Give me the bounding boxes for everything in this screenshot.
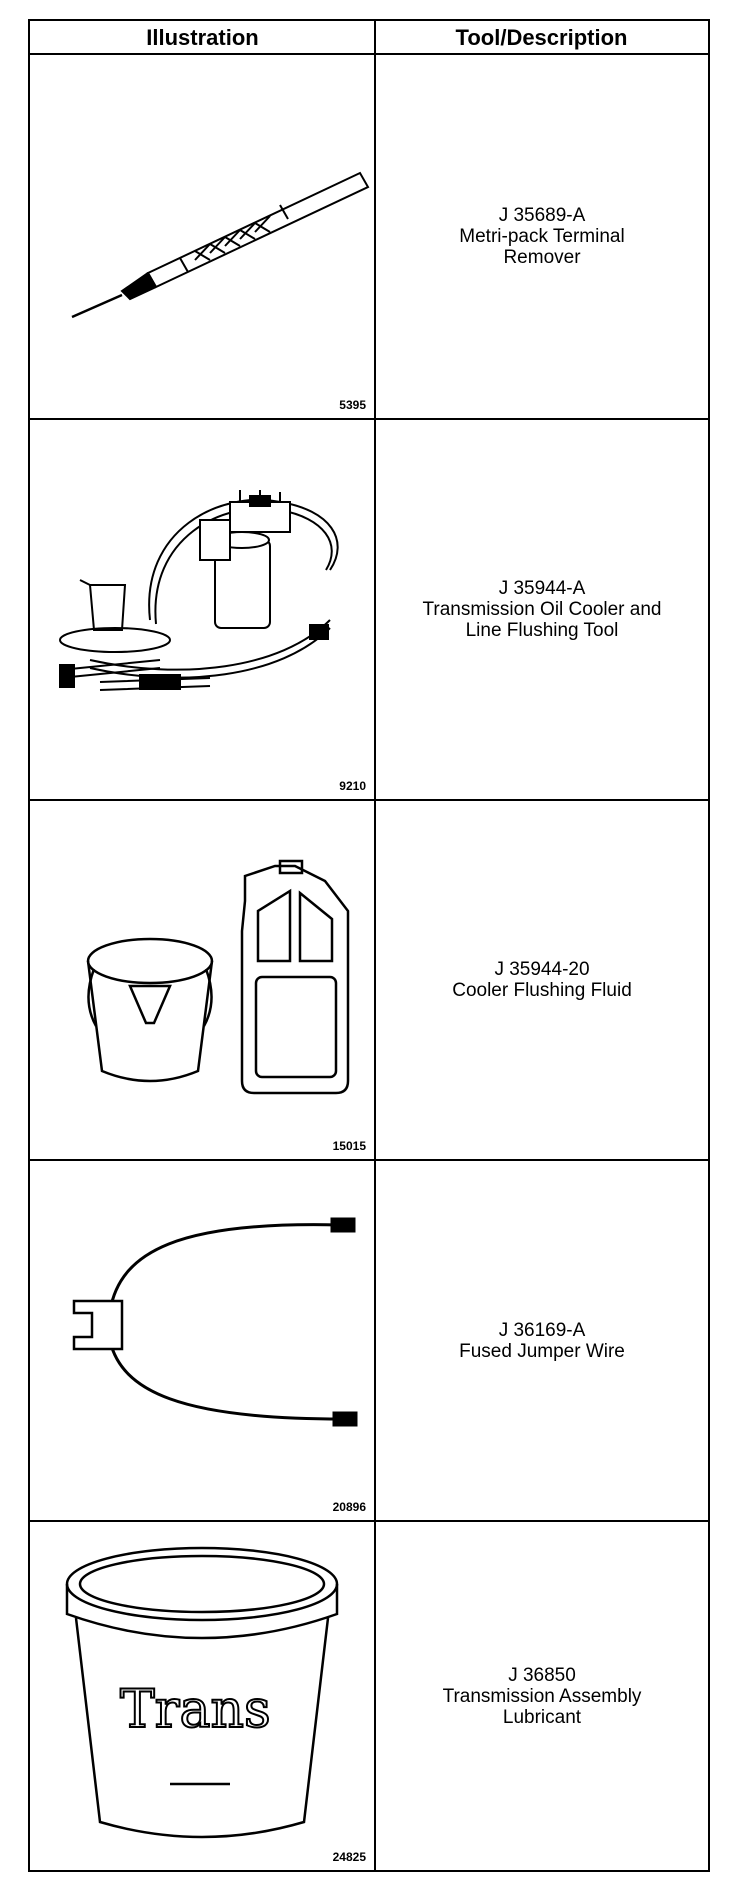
column-divider	[374, 21, 376, 1870]
illustration-jumper-wire: 20896	[30, 1161, 374, 1520]
tub-label-art: Trans	[120, 1680, 271, 1740]
tool-number: J 35944-A	[498, 578, 586, 599]
figure-number: 5395	[339, 398, 366, 412]
tool-name-line: Metri-pack Terminal	[459, 226, 625, 247]
tool-description: J 35689-A Metri-pack Terminal Remover	[376, 55, 708, 418]
illustration-flushing-tool: 9210	[30, 420, 374, 799]
tool-number: J 36850	[508, 1664, 576, 1686]
figure-number: 24825	[332, 1850, 366, 1864]
tool-name-line: Remover	[503, 247, 581, 268]
tool-name-line: Transmission Assembly	[442, 1685, 642, 1707]
tool-name-line: Line Flushing Tool	[465, 620, 619, 641]
illustration-flushing-fluid: 15015	[30, 801, 374, 1159]
tool-name-line: Cooler Flushing Fluid	[452, 980, 632, 1001]
tool-description: J 36850 Transmission Assembly Lubricant	[376, 1522, 708, 1870]
table-row: Trans 24825 J 36850 Transmission Assembl…	[30, 1522, 708, 1870]
header-tool-description: Tool/Description	[455, 25, 628, 50]
tool-description: J 35944-20 Cooler Flushing Fluid	[376, 801, 708, 1159]
tool-name-line: Lubricant	[502, 1706, 582, 1728]
illustration-lubricant-tub: Trans 24825	[30, 1522, 374, 1870]
tool-name-line: Transmission Oil Cooler and	[422, 599, 662, 620]
tool-number: J 35944-20	[494, 959, 590, 980]
table-header: Illustration Tool/Description	[30, 21, 708, 55]
tool-number: J 35689-A	[498, 205, 586, 226]
figure-number: 15015	[332, 1139, 366, 1153]
tools-table: Illustration Tool/Description	[28, 19, 710, 1872]
table-row: 15015 J 35944-20 Cooler Flushing Fluid	[30, 801, 708, 1161]
tool-description: J 35944-A Transmission Oil Cooler and Li…	[376, 420, 708, 799]
tool-description: J 36169-A Fused Jumper Wire	[376, 1161, 708, 1520]
tool-number: J 36169-A	[498, 1319, 586, 1341]
table-row: 9210 J 35944-A Transmission Oil Cooler a…	[30, 420, 708, 801]
figure-number: 20896	[332, 1500, 366, 1514]
tool-name-line: Fused Jumper Wire	[459, 1340, 625, 1362]
table-row: 20896 J 36169-A Fused Jumper Wire	[30, 1161, 708, 1522]
header-illustration: Illustration	[146, 25, 259, 50]
table-row: 5395 J 35689-A Metri-pack Terminal Remov…	[30, 55, 708, 420]
figure-number: 9210	[339, 779, 366, 793]
illustration-terminal-remover: 5395	[30, 55, 374, 418]
